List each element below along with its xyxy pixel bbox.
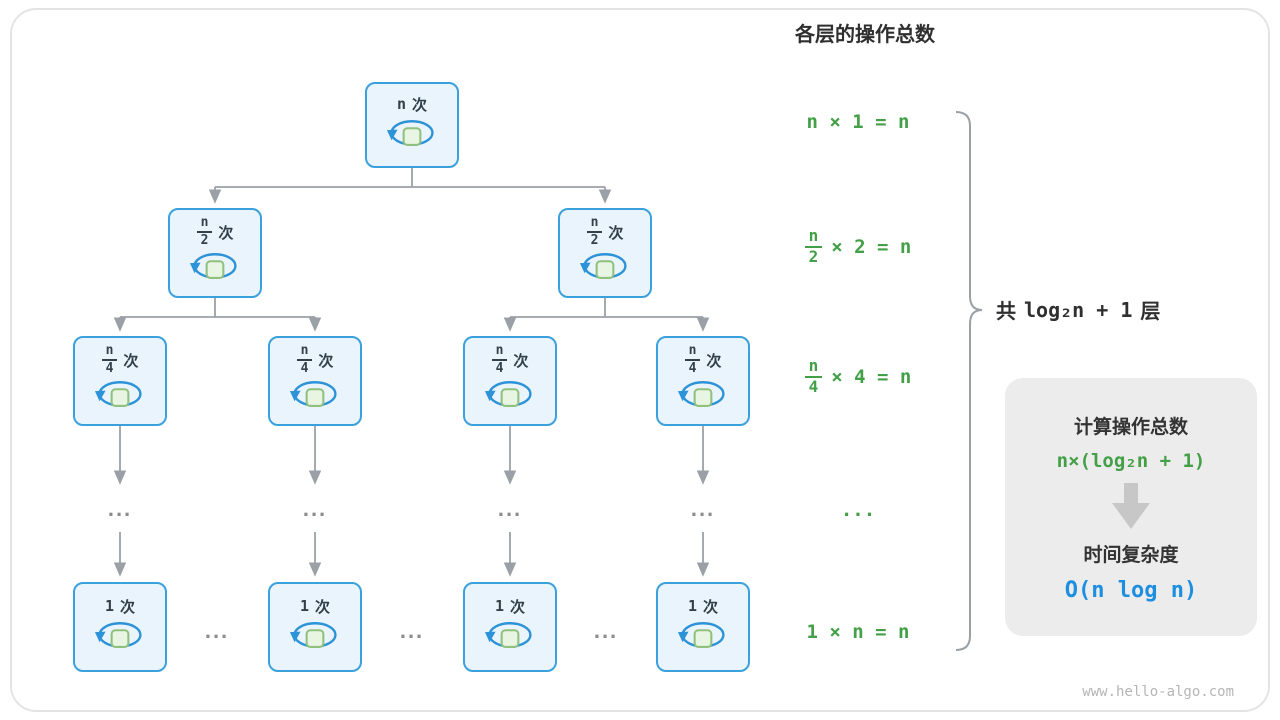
- loop-icon: [287, 379, 343, 418]
- loop-icon: [482, 620, 538, 659]
- equation-ellipsis: ...: [840, 499, 876, 521]
- ellipsis: ...: [399, 618, 425, 643]
- diagram-title: 各层的操作总数: [795, 24, 935, 46]
- total-operations-title: 计算操作总数: [1073, 416, 1188, 438]
- loop-icon: [287, 620, 343, 659]
- ellipsis: ...: [302, 496, 328, 521]
- ellipsis: ...: [593, 618, 619, 643]
- layer-count-label: 共 log₂n + 1 层: [996, 297, 1161, 324]
- time-complexity-title: 时间复杂度: [1083, 544, 1179, 566]
- total-operations-formula: n×(log₂n + 1): [1056, 449, 1206, 472]
- down-arrow-icon: [1112, 482, 1150, 529]
- summary-panel: 计算操作总数 n×(log₂n + 1) 时间复杂度 O(n log n): [1005, 378, 1257, 636]
- ellipsis: ...: [690, 496, 716, 521]
- ellipsis: ...: [107, 496, 133, 521]
- loop-icon: [577, 251, 633, 290]
- ellipsis: ...: [497, 496, 523, 521]
- loop-icon: [482, 379, 538, 418]
- watermark: www.hello-algo.com: [1082, 684, 1234, 700]
- loop-icon: [187, 251, 243, 290]
- equation-level-last: 1 × n = n: [806, 621, 910, 643]
- loop-icon: [675, 379, 731, 418]
- time-complexity-formula: O(n log n): [1064, 577, 1198, 603]
- loop-icon: [92, 379, 148, 418]
- brace: [955, 111, 983, 651]
- equation-level-1: n × 1 = n: [806, 111, 910, 133]
- loop-icon: [675, 620, 731, 659]
- ellipsis: ...: [204, 618, 230, 643]
- loop-icon: [384, 118, 440, 157]
- loop-icon: [92, 620, 148, 659]
